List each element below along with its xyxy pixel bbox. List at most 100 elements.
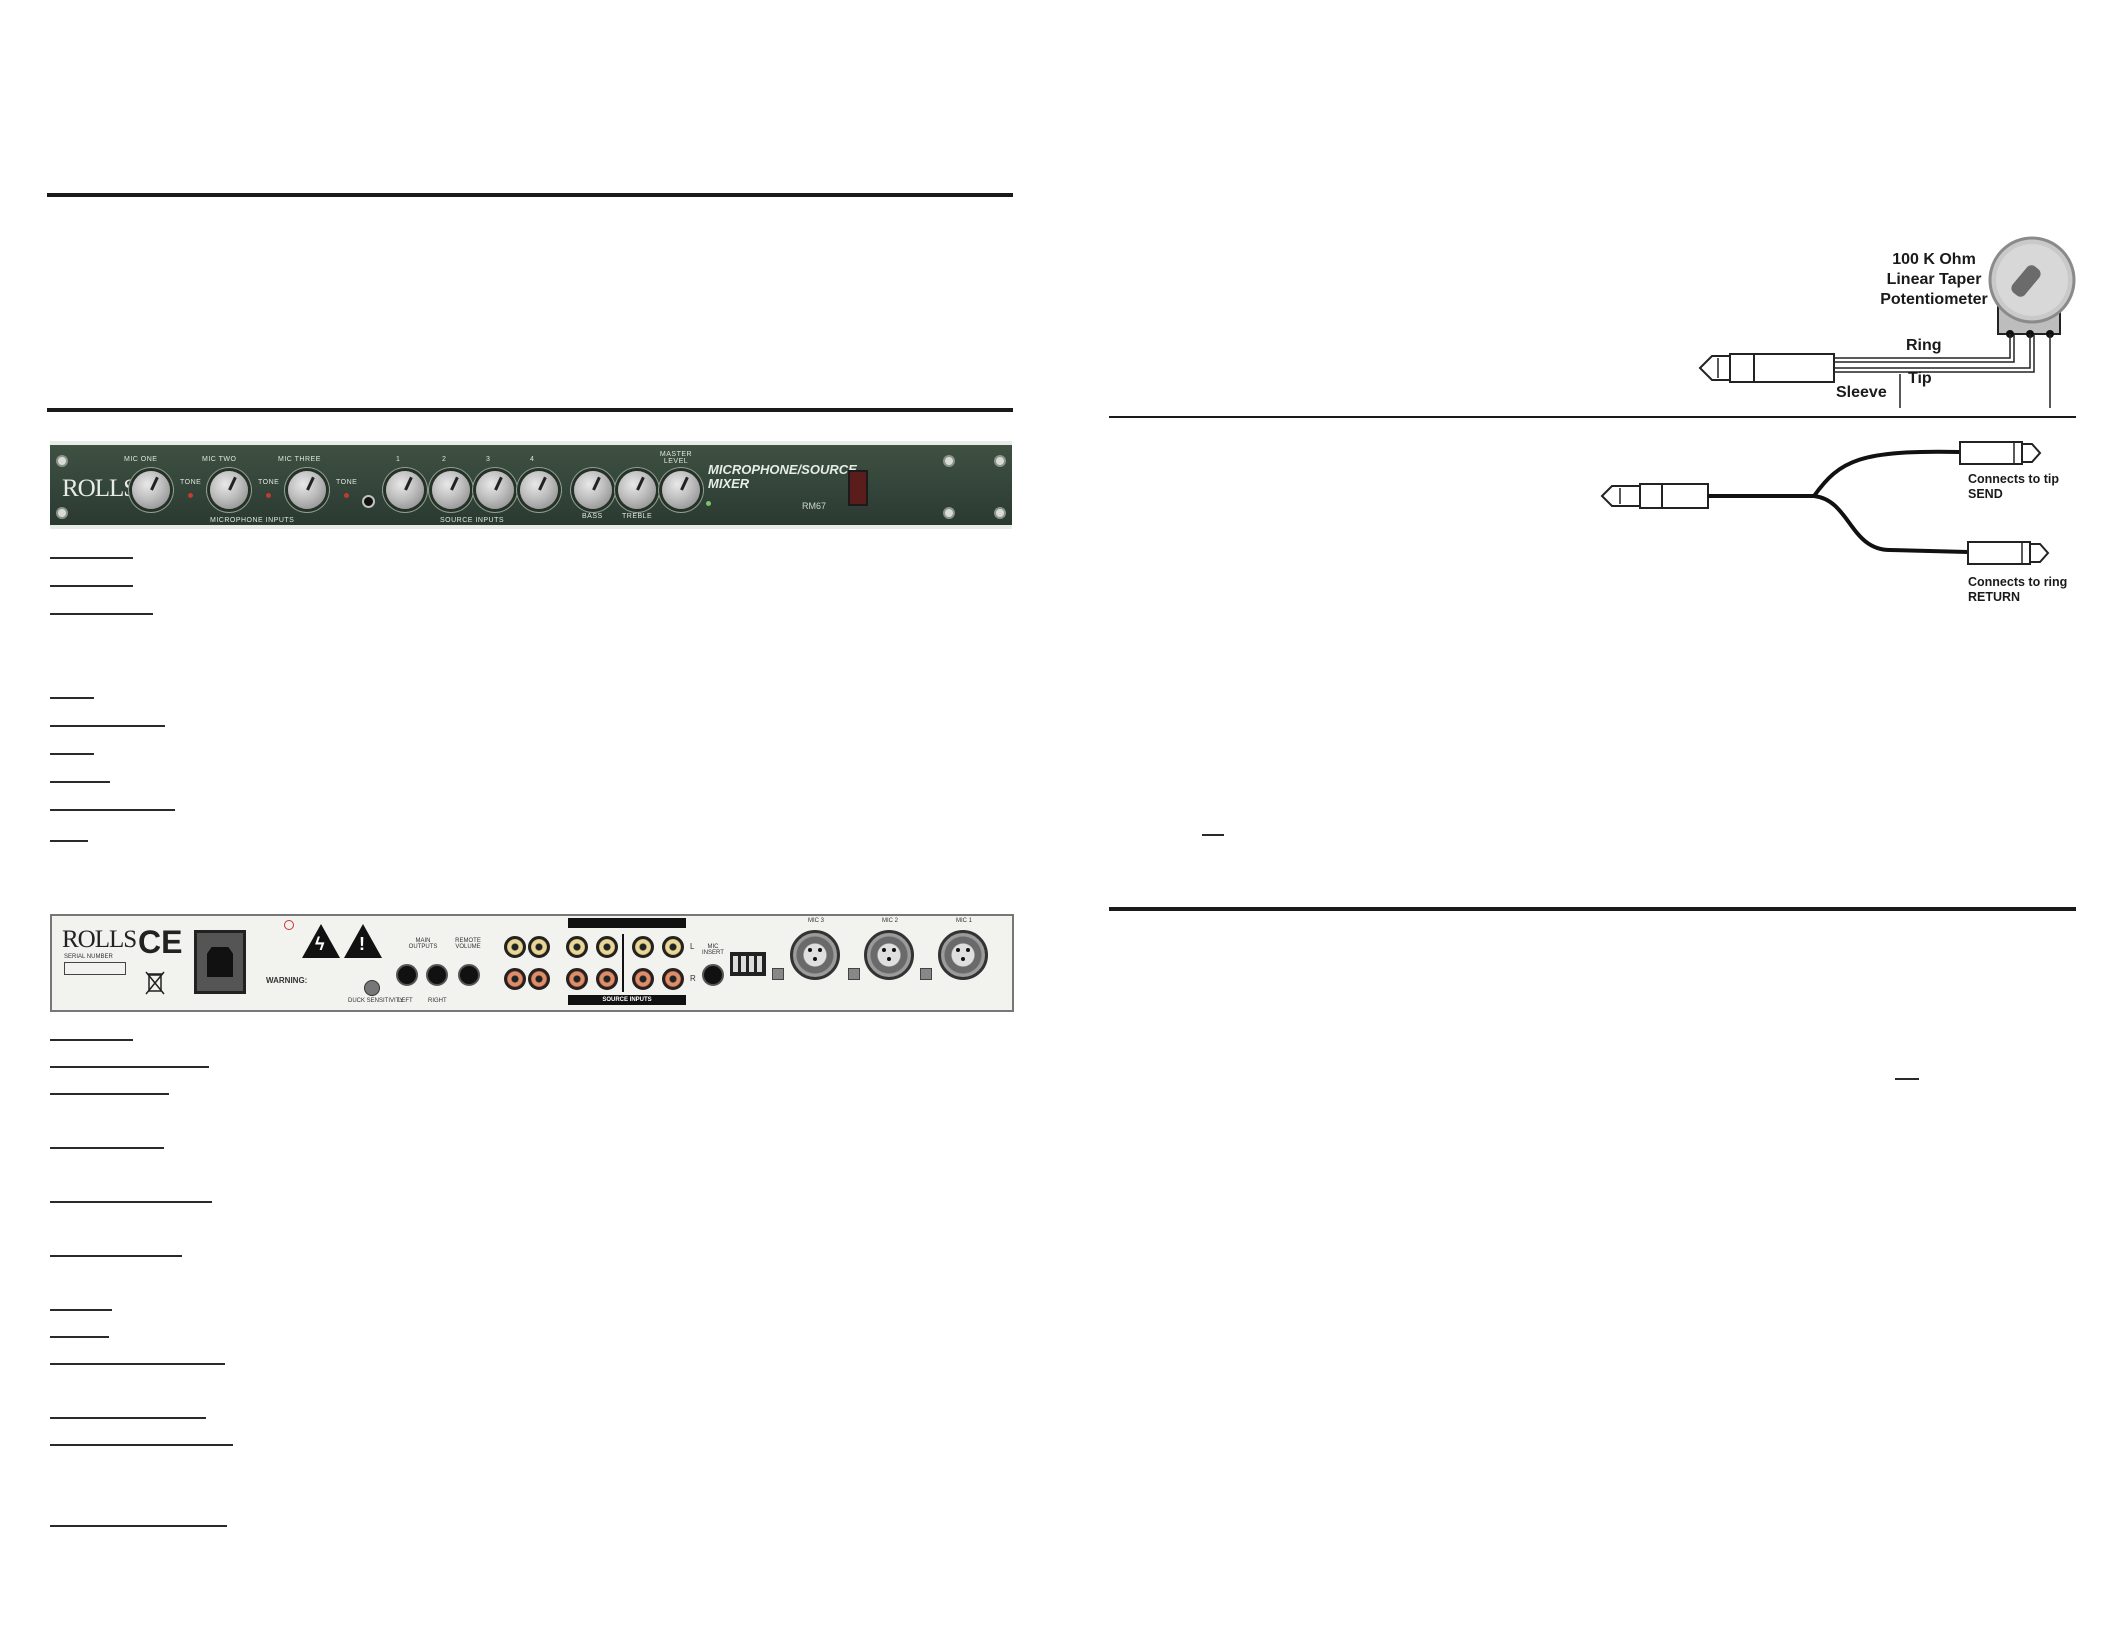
rack-screw-hole <box>994 507 1006 519</box>
duck-sensitivity-trim[interactable] <box>364 980 380 996</box>
rear-brand-logo: ROLLS <box>62 926 137 953</box>
serial-number-label: SERIAL NUMBER <box>64 954 113 960</box>
underlined-term <box>50 1201 212 1203</box>
rca-source4-left[interactable] <box>662 936 684 958</box>
underlined-term <box>50 1066 209 1068</box>
source-1-level-knob[interactable] <box>386 471 424 509</box>
headphone-jack[interactable] <box>362 495 375 508</box>
rca-source2-left[interactable] <box>596 936 618 958</box>
duck-sensitivity-label: DUCK SENSITIVITY <box>348 998 404 1004</box>
source-2-level-knob[interactable] <box>432 471 470 509</box>
tone-label: TONE <box>336 479 358 486</box>
ring-return-label-2: RETURN <box>1968 590 2021 604</box>
potentiometer-shaft <box>2011 265 2041 297</box>
master-level-knob[interactable] <box>662 471 700 509</box>
source-4-level-knob[interactable] <box>520 471 558 509</box>
source-divider <box>622 934 624 992</box>
model-number: RM67 <box>802 501 827 511</box>
mic-one-label: MIC ONE <box>124 456 158 463</box>
underlined-term <box>50 1255 182 1257</box>
rca-white[interactable] <box>528 936 550 958</box>
underlined-term <box>50 809 175 811</box>
tone-label: TONE <box>180 479 202 486</box>
underlined-term <box>50 1417 206 1419</box>
xlr-mic-3-input[interactable] <box>790 930 840 980</box>
mic-1-label: MIC 1 <box>956 918 973 924</box>
tip-send-label-2: SEND <box>1968 487 2003 501</box>
rca-source1-right[interactable] <box>566 968 588 990</box>
underlined-term <box>50 1147 164 1149</box>
mic-three-level-knob[interactable] <box>288 471 326 509</box>
warning-text: WARNING: <box>266 976 308 985</box>
ring-label: Ring <box>1906 337 1942 354</box>
high-voltage-warning-icon <box>302 924 340 958</box>
caution-warning-icon <box>344 924 382 958</box>
source-section-label: SOURCE INPUTS <box>440 517 505 524</box>
ring-return-plug <box>1967 541 2050 565</box>
xlr-mic-1-input[interactable] <box>938 930 988 980</box>
pot-label-line-3: Potentiometer <box>1880 291 1988 308</box>
mic-three-label: MIC THREE <box>278 456 321 463</box>
tip-send-plug <box>1959 441 2042 465</box>
mic-one-led <box>188 493 193 498</box>
rack-screw-hole <box>56 507 68 519</box>
y-insert-cable-diagram <box>1600 441 2050 565</box>
underlined-term <box>50 1093 169 1095</box>
rca-source3-right[interactable] <box>632 968 654 990</box>
underlined-term <box>50 1309 112 1311</box>
rca-source1-left[interactable] <box>566 936 588 958</box>
rca-spare-white[interactable] <box>504 936 526 958</box>
rca-source2-right[interactable] <box>596 968 618 990</box>
rca-source4-right[interactable] <box>662 968 684 990</box>
left-label: LEFT <box>398 998 413 1004</box>
dip-switch-block[interactable] <box>730 952 766 976</box>
rear-panel-image: ROLLS CE SERIAL NUMBER ϟ ! WARNING: MAIN… <box>50 914 1014 1012</box>
mic-three-led <box>344 493 349 498</box>
underlined-term <box>50 1336 109 1338</box>
potentiometer-wiring-diagram <box>1698 236 2076 408</box>
remote-volume-label: REMOTE VOLUME <box>455 938 481 950</box>
warning-circle-icon <box>284 920 294 930</box>
underlined-term <box>50 585 133 587</box>
rca-spare-red[interactable] <box>504 968 526 990</box>
pot-label-line-1: 100 K Ohm <box>1892 251 1976 268</box>
xlr-mic-2-input[interactable] <box>864 930 914 980</box>
remote-volume-jack[interactable] <box>458 964 480 986</box>
mic-two-label: MIC TWO <box>202 456 237 463</box>
tone-label: TONE <box>258 479 280 486</box>
mic-insert-jack[interactable] <box>702 964 724 986</box>
exclamation-icon: ! <box>359 934 365 954</box>
treble-knob[interactable] <box>618 471 656 509</box>
phantom-switch[interactable] <box>848 968 860 980</box>
rca-source3-left[interactable] <box>632 936 654 958</box>
mic-two-led <box>266 493 271 498</box>
underlined-term <box>50 1363 225 1365</box>
underlined-term <box>50 781 110 783</box>
underlined-term <box>50 753 94 755</box>
iec-power-inlet[interactable] <box>194 930 246 994</box>
main-output-left-jack[interactable] <box>396 964 418 986</box>
cable-tip-branch <box>1812 449 1961 498</box>
source-3-level-knob[interactable] <box>476 471 514 509</box>
sleeve-label: Sleeve <box>1836 384 1887 401</box>
mic-one-level-knob[interactable] <box>132 471 170 509</box>
mic-insert-label: MIC INSERT <box>702 944 724 956</box>
thin-rule-right <box>1109 416 2076 418</box>
front-panel-image: ROLLS MIC ONE MIC TWO MIC THREE TONE TON… <box>50 441 1012 529</box>
rca-record-out[interactable] <box>528 968 550 990</box>
stereo-plug <box>1600 483 1709 509</box>
mic-section-label: MICROPHONE INPUTS <box>210 517 295 524</box>
power-switch[interactable] <box>848 470 868 506</box>
mic-two-level-knob[interactable] <box>210 471 248 509</box>
phantom-switch[interactable] <box>920 968 932 980</box>
rack-screw-hole <box>943 507 955 519</box>
underlined-term <box>1895 1078 1919 1080</box>
mic-3-label: MIC 3 <box>808 918 825 924</box>
bass-knob[interactable] <box>574 471 612 509</box>
phantom-switch[interactable] <box>772 968 784 980</box>
source-inputs-bar: SOURCE INPUTS <box>568 995 686 1005</box>
tip-label: Tip <box>1908 370 1932 387</box>
channel-l-label: L <box>690 942 695 951</box>
source-3-label: 3 <box>486 456 491 463</box>
main-output-right-jack[interactable] <box>426 964 448 986</box>
